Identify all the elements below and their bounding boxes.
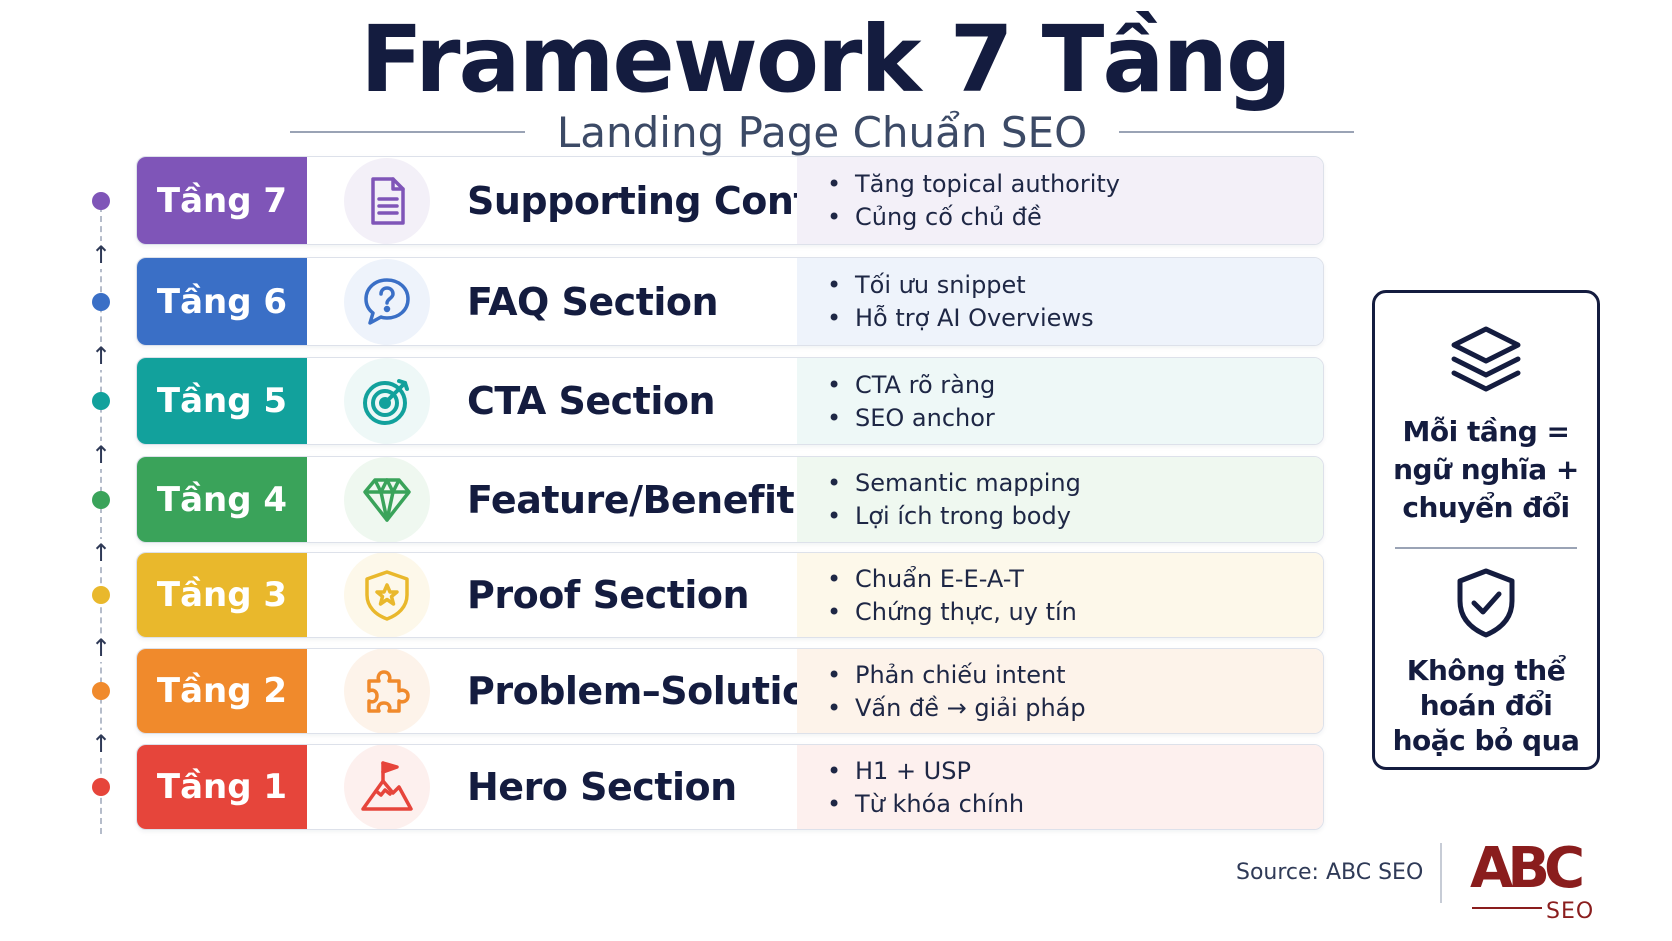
- logo-text: ABC: [1470, 836, 1582, 901]
- layer-bullet: Từ khóa chính: [827, 790, 1323, 818]
- logo-subtext: SEO: [1546, 899, 1594, 922]
- timeline-dot: [92, 392, 110, 410]
- layer-bullet: SEO anchor: [827, 404, 1323, 432]
- layer-row: Tầng 1 Hero Section H1 + USP Từ khóa chính: [136, 744, 1324, 830]
- layer-icon-cell: [307, 258, 467, 345]
- timeline-up-arrow: ↑: [91, 634, 112, 662]
- target-icon: [344, 358, 430, 444]
- side-note-text-1: Mỗi tầng = ngữ nghĩa + chuyển đổi: [1393, 415, 1579, 524]
- layer-title: Hero Section: [467, 765, 737, 809]
- side-note-card: Mỗi tầng = ngữ nghĩa + chuyển đổi Không …: [1372, 290, 1600, 770]
- layer-row: Tầng 2 Problem–SolutionPhản chiếu intentV…: [136, 648, 1324, 734]
- puzzle-icon: [344, 649, 430, 733]
- mountain-flag-icon: [344, 745, 430, 829]
- layer-icon-cell: [307, 745, 467, 829]
- layer-title: Feature/Benefit: [467, 477, 795, 522]
- layer-bullet: Hỗ trợ AI Overviews: [827, 304, 1323, 332]
- layer-title: Problem–Solution: [467, 669, 835, 713]
- layer-icon-cell: [307, 553, 467, 637]
- layer-bullet: Chuẩn E-E-A-T: [827, 565, 1323, 593]
- timeline: ↑ ↑ ↑ ↑ ↑ ↑: [86, 191, 116, 836]
- layer-bullets: CTA rõ ràngSEO anchor: [797, 358, 1323, 444]
- subtitle-row: Landing Page Chuẩn SEO: [290, 105, 1354, 159]
- subtitle-right-rule: [1119, 131, 1354, 133]
- timeline-dot: [92, 292, 110, 311]
- layer-title: FAQ Section: [467, 279, 719, 324]
- layer-bullet: Phản chiếu intent: [827, 661, 1323, 689]
- timeline-dot: [92, 778, 110, 796]
- layer-badge: Tầng 4: [137, 457, 307, 542]
- timeline-dot: [92, 490, 110, 509]
- layer-bullet: H1 + USP: [827, 757, 1323, 785]
- layer-bullet: Lợi ích trong body: [827, 502, 1323, 530]
- layer-bullets: H1 + USP Từ khóa chính: [797, 745, 1323, 829]
- layer-bullet: Tăng topical authority: [827, 170, 1323, 198]
- layer-bullet: CTA rõ ràng: [827, 371, 1323, 399]
- layer-title: CTA Section: [467, 379, 716, 423]
- timeline-dot: [92, 191, 110, 210]
- layer-bullet: Vấn đề → giải pháp: [827, 694, 1323, 722]
- layers-icon: [1451, 326, 1521, 392]
- timeline-up-arrow: ↑: [91, 539, 112, 567]
- timeline-line: [100, 206, 102, 834]
- shield-star-icon: [344, 553, 430, 637]
- layer-row: Tầng 5 CTA Section CTA rõ ràngSEO anchor: [136, 357, 1324, 445]
- layer-bullet: Chứng thực, uy tín: [827, 598, 1323, 626]
- timeline-dot: [92, 682, 110, 700]
- page-subtitle: Landing Page Chuẩn SEO: [556, 107, 1088, 157]
- timeline-up-arrow: ↑: [91, 241, 112, 269]
- page-title: Framework 7 Tầng: [360, 6, 1292, 113]
- layer-badge: Tầng 7: [137, 157, 307, 244]
- layer-icon-cell: [307, 649, 467, 733]
- layer-badge: Tầng 6: [137, 258, 307, 345]
- layer-row: Tầng 3 Proof Section Chuẩn E-E-A-T Chứng th…: [136, 552, 1324, 638]
- layer-row: Tầng 7 Supporting ContentTăng topical aut…: [136, 156, 1324, 245]
- layer-icon-cell: [307, 157, 467, 244]
- layer-bullet: Củng cố chủ đề: [827, 203, 1323, 231]
- layer-badge: Tầng 1: [137, 745, 307, 829]
- layer-badge: Tầng 2: [137, 649, 307, 733]
- side-note-text-2: Không thể hoán đổi hoặc bỏ qua: [1392, 654, 1580, 757]
- shield-check-icon: [1457, 568, 1515, 638]
- timeline-up-arrow: ↑: [91, 342, 112, 370]
- layer-bullets: Chuẩn E-E-A-T Chứng thực, uy tín: [797, 553, 1323, 637]
- subtitle-left-rule: [290, 131, 525, 133]
- layer-badge: Tầng 3: [137, 553, 307, 637]
- abc-seo-logo: ABC SEO: [1470, 836, 1594, 922]
- diamond-icon: [344, 457, 430, 542]
- question-bubble-icon: [344, 258, 430, 345]
- timeline-up-arrow: ↑: [91, 441, 112, 469]
- layer-badge: Tầng 5: [137, 358, 307, 444]
- timeline-up-arrow: ↑: [91, 730, 112, 758]
- layer-title: Proof Section: [467, 573, 750, 617]
- document-icon: [344, 157, 430, 244]
- layer-icon-cell: [307, 457, 467, 542]
- layer-bullets: Tối ưu snippet Hỗ trợ AI Overviews: [797, 258, 1323, 345]
- layer-bullet: Tối ưu snippet: [827, 271, 1323, 299]
- layer-bullets: Tăng topical authorityCủng cố chủ đề: [797, 157, 1323, 244]
- layer-icon-cell: [307, 358, 467, 444]
- timeline-dot: [92, 586, 110, 604]
- layer-row: Tầng 6 FAQ Section Tối ưu snippet Hỗ trợ AI…: [136, 257, 1324, 346]
- source-label: Source: ABC SEO: [1236, 860, 1424, 885]
- layer-bullet: Semantic mapping: [827, 469, 1323, 497]
- side-note-divider: [1395, 547, 1577, 549]
- layer-bullets: Phản chiếu intentVấn đề → giải pháp: [797, 649, 1323, 733]
- layer-title: Supporting Content: [467, 178, 881, 223]
- source-divider: [1440, 843, 1442, 903]
- layer-bullets: Semantic mappingLợi ích trong body: [797, 457, 1323, 542]
